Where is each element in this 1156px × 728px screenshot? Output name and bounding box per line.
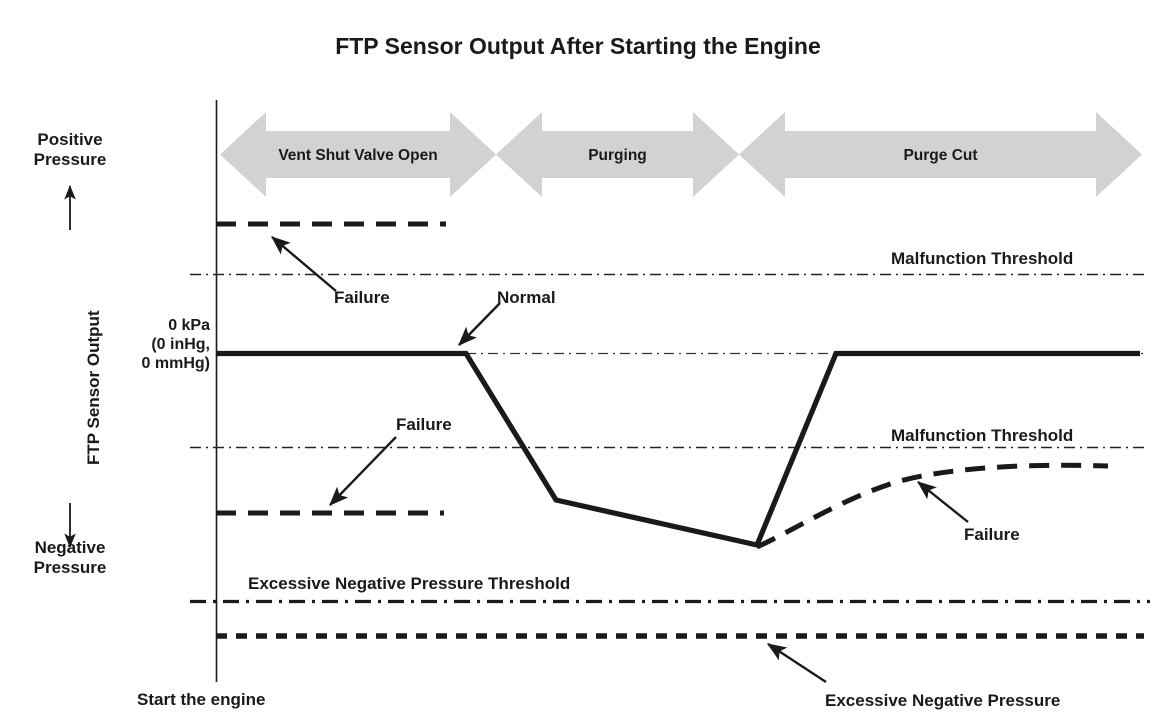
annotation-failure-lower-right: Failure: [964, 525, 1020, 544]
phase-arrow-purge-cut: [739, 112, 1142, 197]
leader-failure-upper: [271, 236, 337, 292]
leader-failure-lower-right: [917, 481, 969, 523]
phase-label-purge-cut: Purge Cut: [903, 147, 978, 164]
threshold-label-malfunction-upper: Malfunction Threshold: [891, 249, 1074, 268]
phase-label-purging: Purging: [588, 147, 647, 164]
phase-arrow-vent-shut-valve-open: [220, 112, 496, 197]
annotation-failure-upper: Failure: [334, 288, 390, 307]
annotation-failure-lower-left: Failure: [396, 415, 452, 434]
annotation-normal: Normal: [497, 288, 556, 307]
zero-value-label: 0 kPa (0 inHg, 0 mmHg): [141, 317, 210, 372]
series-normal: [216, 350, 1140, 549]
leader-failure-lower-left: [329, 436, 397, 506]
threshold-label-excessive-negative: Excessive Negative Pressure Threshold: [248, 574, 571, 593]
page-title: FTP Sensor Output After Starting the Eng…: [335, 33, 821, 59]
phase-arrow-purging: [496, 112, 739, 197]
annotation-excessive-negative-pressure: Excessive Negative Pressure: [825, 691, 1061, 710]
x-origin-label: Start the engine: [137, 690, 266, 709]
leader-excessive-negative-pressure: [766, 642, 827, 684]
series-failure-slow-recovery: [755, 462, 1109, 550]
leader-normal: [458, 302, 501, 346]
axis-label-positive-pressure: Positive Pressure: [33, 130, 107, 170]
axis-label-negative-pressure: Negative Pressure: [33, 538, 107, 578]
phase-label-vent-shut-valve-open: Vent Shut Valve Open: [278, 147, 438, 164]
threshold-label-malfunction-lower: Malfunction Threshold: [891, 426, 1074, 445]
